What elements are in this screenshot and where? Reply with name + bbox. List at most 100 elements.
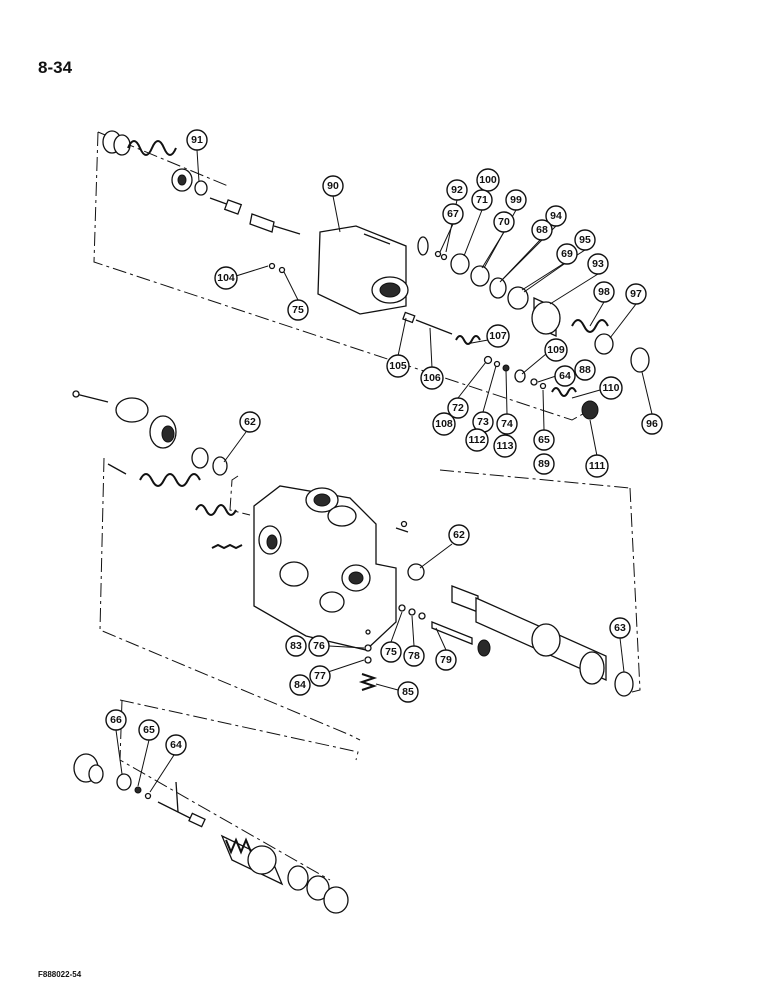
callout-100: 100	[476, 168, 500, 192]
callout-71: 71	[463, 189, 493, 257]
callout-112: 112	[465, 428, 489, 452]
callout-110: 110	[571, 376, 623, 400]
callout-99: 99	[483, 189, 527, 269]
callout-69: 69	[523, 243, 578, 293]
upper-assembly	[102, 130, 650, 420]
callout-66: 66	[105, 709, 127, 775]
svg-text:69: 69	[561, 248, 573, 260]
callout-67: 67	[439, 203, 464, 253]
svg-text:64: 64	[170, 739, 182, 751]
callout-109: 109	[521, 338, 568, 375]
svg-text:109: 109	[547, 344, 565, 356]
svg-text:113: 113	[497, 440, 514, 452]
callout-79: 79	[435, 627, 457, 671]
callout-85: 85	[375, 681, 419, 703]
svg-text:108: 108	[435, 418, 453, 430]
svg-text:107: 107	[489, 330, 507, 342]
svg-text:93: 93	[592, 258, 604, 270]
callout-92: 92	[445, 179, 468, 253]
callout-89: 89	[533, 453, 555, 475]
callout-65-lower: 65	[137, 719, 160, 787]
callout-93: 93	[549, 253, 609, 305]
callout-84: 84	[289, 674, 311, 696]
callout-72: 72	[447, 361, 487, 419]
svg-text:90: 90	[327, 180, 339, 192]
figure-code: F888022-54	[38, 970, 82, 979]
svg-text:74: 74	[501, 418, 513, 430]
svg-text:83: 83	[290, 640, 302, 652]
spool-assembly	[73, 753, 349, 914]
callout-106: 106	[420, 327, 444, 390]
callout-104: 104	[214, 265, 269, 290]
callout-62-right: 62	[419, 524, 470, 569]
svg-text:92: 92	[451, 184, 463, 196]
page-number: 8-34	[38, 58, 73, 77]
svg-text:88: 88	[579, 364, 591, 376]
svg-text:94: 94	[550, 210, 562, 222]
svg-text:110: 110	[603, 382, 620, 394]
svg-text:75: 75	[385, 646, 397, 658]
callout-105: 105	[386, 317, 410, 378]
svg-text:95: 95	[579, 234, 591, 246]
svg-text:77: 77	[314, 670, 326, 682]
svg-text:67: 67	[447, 208, 459, 220]
svg-text:89: 89	[538, 458, 550, 470]
svg-text:100: 100	[479, 174, 497, 186]
callout-98: 98	[589, 281, 615, 327]
callout-64-lower: 64	[149, 734, 187, 793]
svg-text:112: 112	[469, 434, 486, 446]
callout-75-upper: 75	[283, 271, 309, 321]
svg-text:66: 66	[110, 714, 122, 726]
valve-body-assembly	[72, 390, 634, 697]
svg-text:63: 63	[614, 622, 626, 634]
svg-text:62: 62	[453, 529, 465, 541]
callout-62-left: 62	[223, 411, 261, 463]
callout-83: 83	[285, 635, 307, 657]
svg-text:104: 104	[217, 272, 235, 284]
callout-75-lower: 75	[380, 611, 403, 663]
svg-text:76: 76	[313, 640, 325, 652]
callout-108: 108	[432, 412, 456, 436]
svg-text:98: 98	[598, 286, 610, 298]
svg-text:72: 72	[452, 402, 464, 414]
callout-63: 63	[609, 617, 631, 673]
callout-90: 90	[322, 175, 344, 233]
callout-113: 113	[493, 434, 517, 458]
callout-74: 74	[496, 369, 518, 435]
svg-text:73: 73	[477, 416, 489, 428]
svg-text:106: 106	[423, 372, 441, 384]
callout-78: 78	[403, 615, 425, 667]
callout-68: 68	[499, 219, 553, 283]
svg-text:91: 91	[191, 134, 203, 146]
svg-text:111: 111	[589, 460, 606, 472]
svg-text:70: 70	[498, 216, 510, 228]
svg-text:79: 79	[440, 654, 452, 666]
svg-text:105: 105	[389, 360, 407, 372]
callout-91: 91	[186, 129, 208, 183]
callout-76: 76	[308, 635, 365, 657]
callout-73: 73	[472, 365, 497, 433]
callout-77: 77	[309, 659, 365, 687]
callout-88: 88	[574, 359, 596, 381]
svg-text:84: 84	[294, 679, 306, 691]
svg-text:62: 62	[244, 416, 256, 428]
callout-96: 96	[641, 371, 663, 435]
svg-text:75: 75	[292, 304, 304, 316]
callout-111: 111	[585, 419, 609, 478]
svg-text:65: 65	[538, 434, 550, 446]
svg-text:64: 64	[559, 370, 571, 382]
callout-65-upper: 65	[533, 389, 555, 451]
svg-text:65: 65	[143, 724, 155, 736]
svg-text:96: 96	[646, 418, 658, 430]
svg-text:99: 99	[510, 194, 522, 206]
svg-text:68: 68	[536, 224, 548, 236]
svg-text:71: 71	[476, 194, 488, 206]
callout-70: 70	[481, 211, 515, 269]
svg-text:85: 85	[402, 686, 414, 698]
callouts: 91 90 92 100 67 71 99 70 94 68 95 69 93 …	[105, 129, 663, 793]
callout-97: 97	[609, 283, 647, 339]
callout-64-upper: 64	[537, 365, 576, 387]
svg-text:97: 97	[630, 288, 642, 300]
svg-text:78: 78	[408, 650, 420, 662]
